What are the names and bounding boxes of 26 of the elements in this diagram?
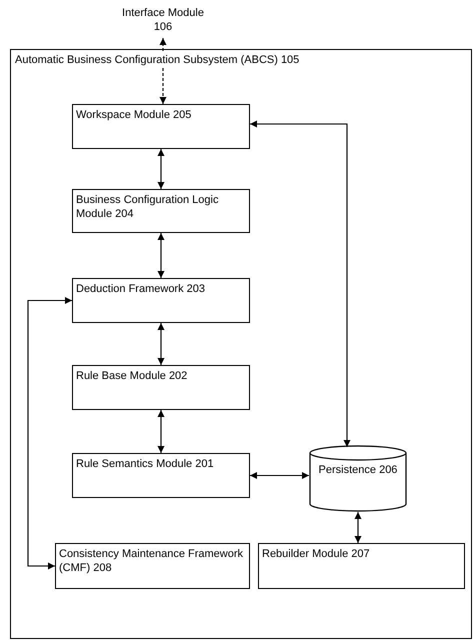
module-box	[55, 543, 250, 589]
subsystem-frame	[10, 49, 472, 639]
node-label: Rule Base Module 202	[76, 369, 188, 383]
node-label: Consistency Maintenance Framework (CMF) 208	[59, 547, 244, 575]
node-label: Interface Module 106	[121, 6, 205, 34]
node-label: Rule Semantics Module 201	[76, 457, 215, 471]
module-box	[72, 189, 250, 233]
module-box	[72, 365, 250, 410]
node-label: Persistence 206	[318, 463, 398, 477]
arrow	[27, 297, 72, 570]
node-label: Rebuilder Module 207	[262, 547, 371, 561]
module-box	[258, 543, 465, 589]
module-box	[72, 104, 250, 149]
arrow	[250, 120, 350, 447]
container-title: Automatic Business Configuration Subsystem (ABCS) 105	[15, 53, 300, 67]
arrow	[250, 472, 309, 479]
arrow	[354, 512, 362, 543]
node-label: Deduction Framework 203	[76, 282, 206, 296]
node-label: Workspace Module 205	[76, 108, 192, 122]
arrow	[158, 149, 164, 189]
arrow	[158, 323, 164, 365]
arrow	[158, 410, 164, 453]
node-label: Business Configuration Logic Module 204	[76, 193, 220, 221]
arrow	[158, 233, 164, 278]
module-box	[72, 453, 250, 498]
module-box	[72, 278, 250, 323]
